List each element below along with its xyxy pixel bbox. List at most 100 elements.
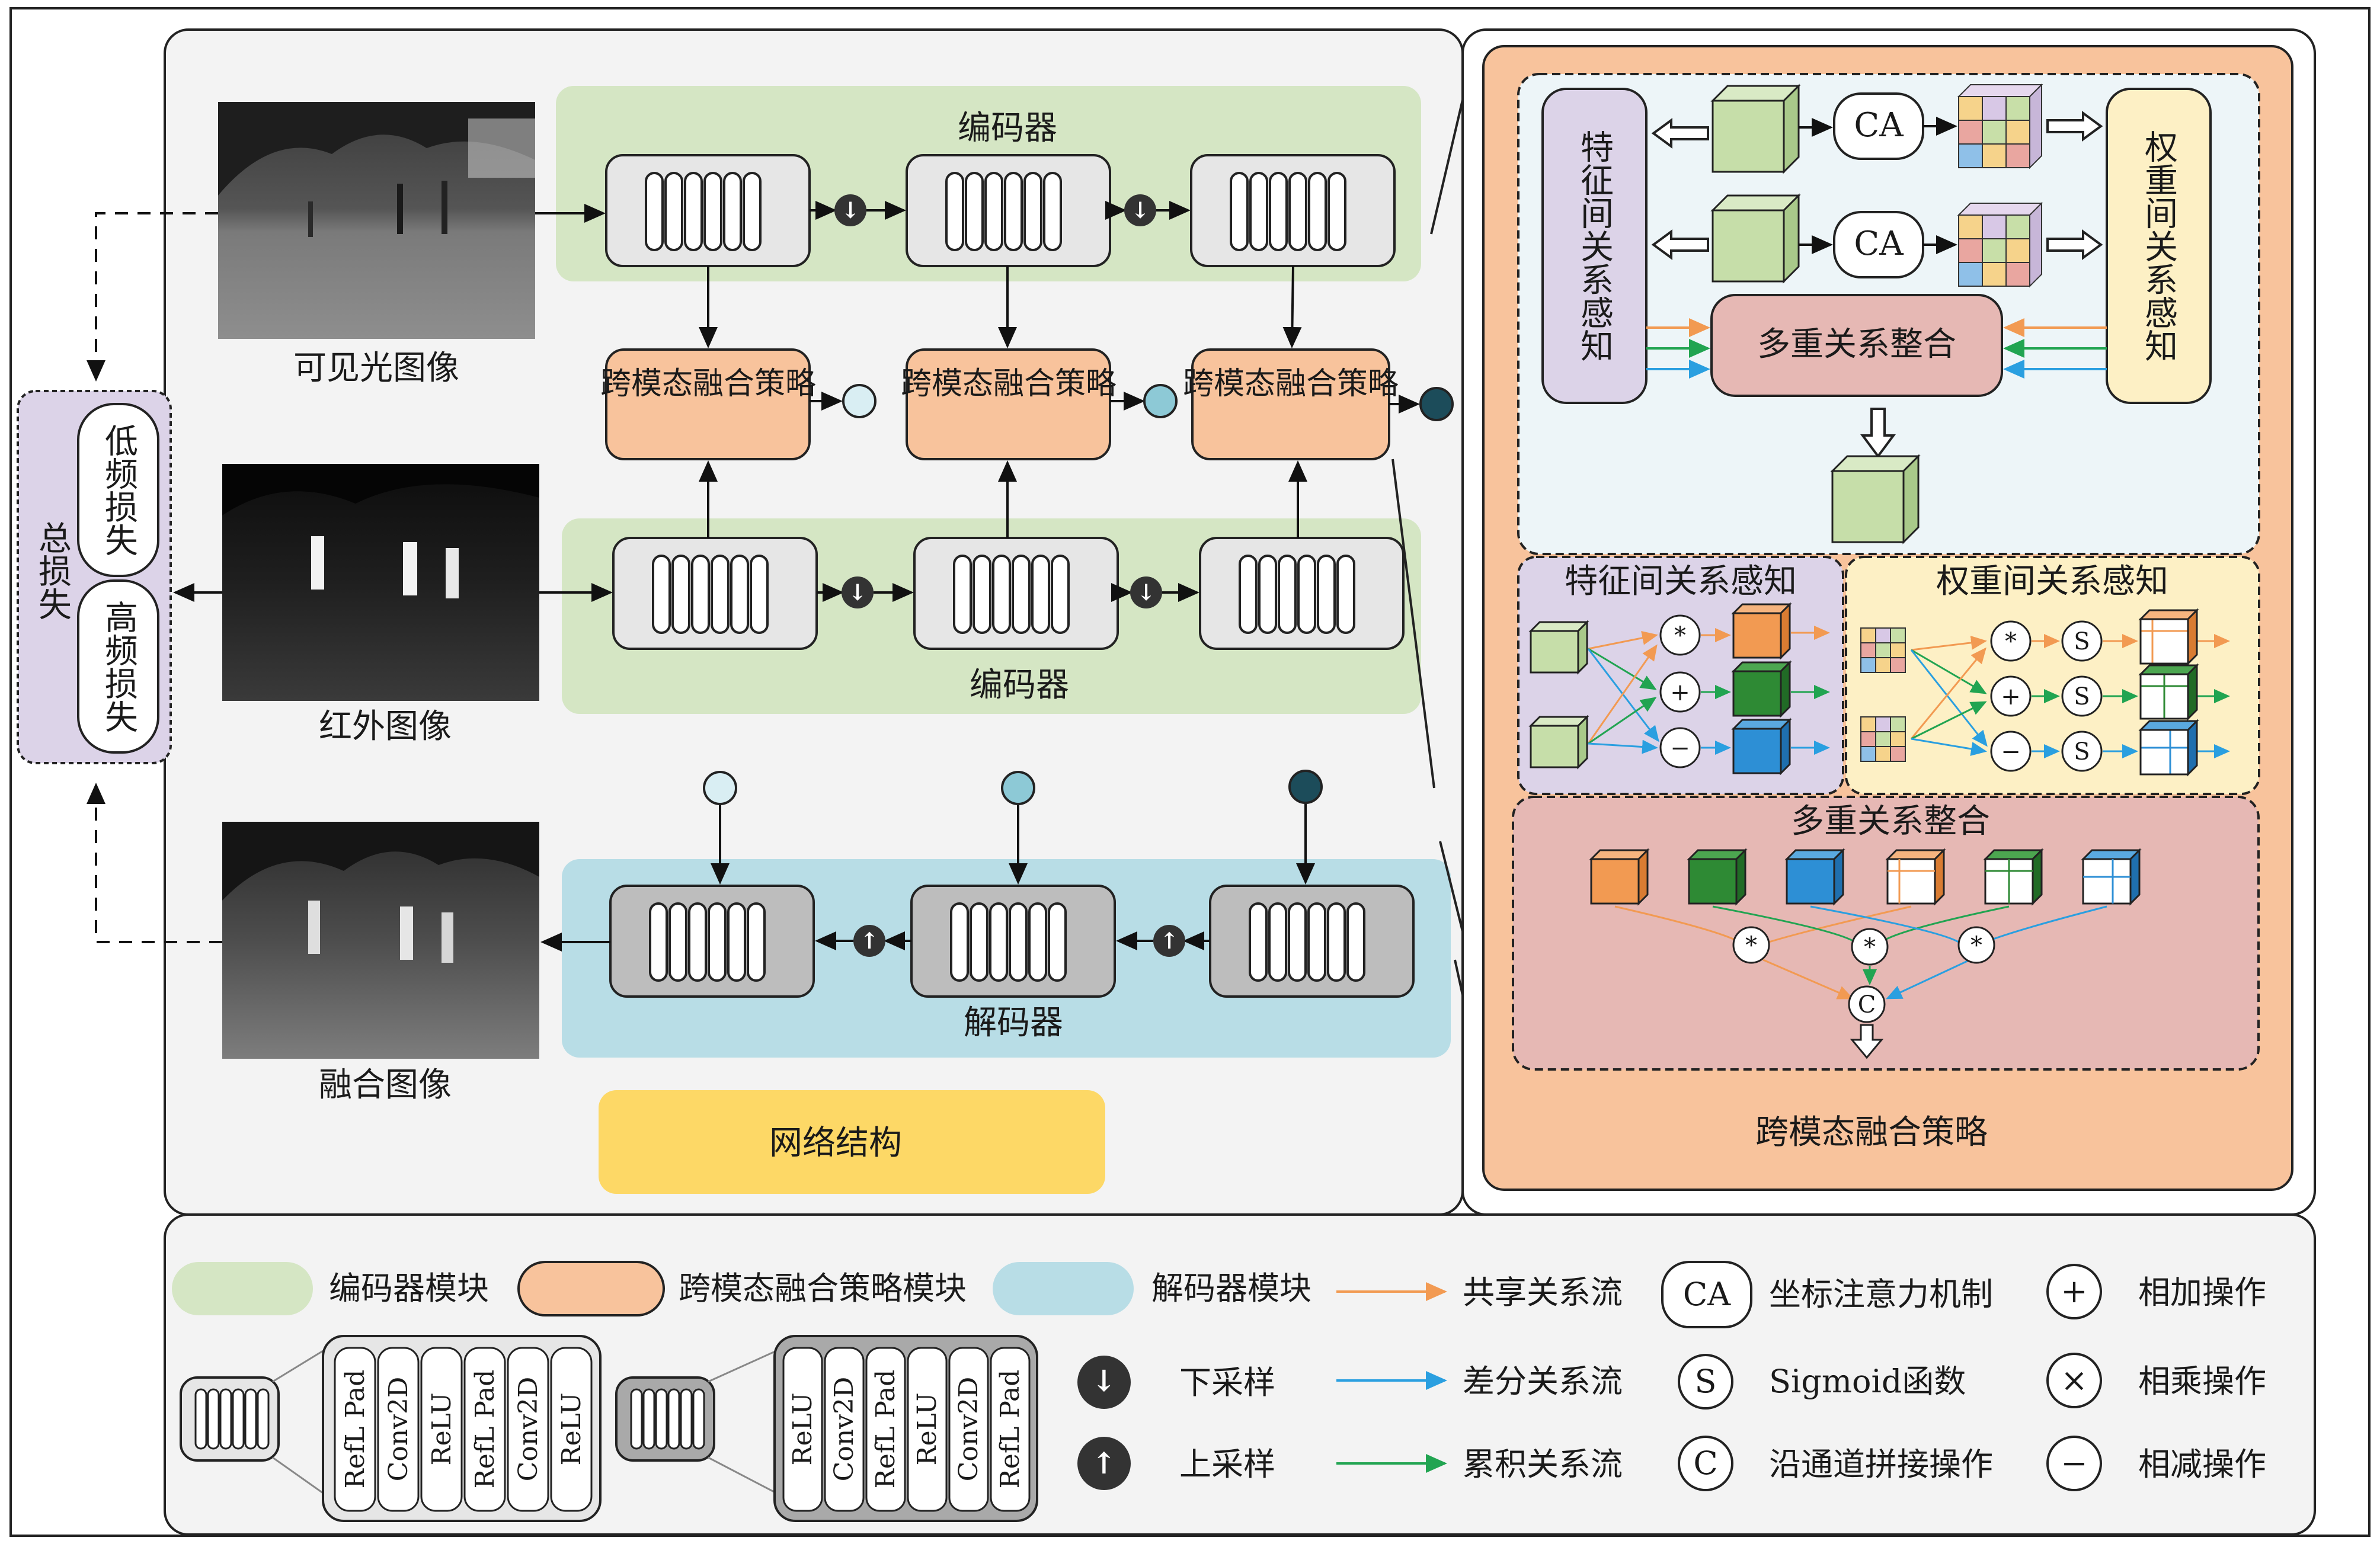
encoder-block [913, 537, 1119, 650]
svg-text:*: * [1864, 934, 1876, 961]
legend-diff-label: 差分关系流 [1463, 1363, 1623, 1400]
multiply-op-icon: * [1732, 926, 1770, 964]
legend-decoder-label: 解码器模块 [1151, 1270, 1311, 1307]
decoder-layer-label: Conv2D [829, 1377, 859, 1482]
legend-s-symbol: S [1695, 1363, 1717, 1400]
encoder-layer-label: Conv2D [513, 1377, 543, 1482]
ca-label: CA [1854, 225, 1904, 263]
fusion-detail-title: 跨模态融合策略 [1755, 1113, 1988, 1152]
legend-add-desc: 相加操作 [2138, 1274, 2266, 1311]
decoder-block [1209, 885, 1415, 998]
encoder-bottom-label: 编码器 [970, 666, 1069, 704]
feature-panel-title: 特征间关系感知 [1565, 562, 1797, 601]
ca-label: CA [1854, 106, 1904, 145]
multiply-op-icon: * [1851, 928, 1889, 966]
weight-grid-cube [1957, 201, 2043, 288]
encoder-block [1190, 154, 1396, 267]
svg-text:↓: ↓ [1131, 197, 1150, 223]
downsample-icon: ↓ [842, 576, 874, 608]
upsample-icon: ↑ [853, 925, 885, 957]
svg-text:−: − [2001, 738, 2021, 765]
feature-relation-label: 特征间关系感知 [1575, 130, 1614, 362]
fused-output-cube [1830, 454, 1921, 544]
legend-fusion-swatch [517, 1261, 665, 1316]
weight-cube-shared [2138, 608, 2199, 666]
legend-decoder-swatch [993, 1262, 1134, 1315]
svg-text:×: × [2061, 1362, 2087, 1399]
svg-text:−: − [1670, 735, 1690, 762]
high-freq-loss-box [77, 579, 159, 754]
multi-relation-box [1710, 294, 2003, 397]
legend-add-icon: + [2046, 1264, 2102, 1319]
svg-text:*: * [2005, 628, 2017, 655]
legend-c-symbol: C [1693, 1444, 1717, 1482]
fused-feature-dot [1143, 384, 1178, 418]
network-title-box [599, 1090, 1105, 1194]
multiply-op-icon: * [1990, 620, 2032, 662]
legend-s-desc: Sigmoid函数 [1769, 1363, 1966, 1400]
fused-feature-dot [1288, 770, 1323, 804]
decoder-layer-label: Conv2D [954, 1377, 984, 1482]
legend-sigmoid-icon [1678, 1354, 1733, 1410]
svg-text:*: * [1745, 932, 1757, 959]
svg-text:−: − [2061, 1444, 2087, 1482]
fusion-block-label: 跨模态融合策略 [901, 366, 1117, 402]
weight-panel-title: 权重间关系感知 [1936, 562, 2168, 601]
svg-text:+: + [2061, 1273, 2087, 1310]
sigmoid-op-icon: S [2061, 620, 2103, 662]
fusion-block-label: 跨模态融合策略 [1183, 366, 1399, 402]
svg-text:+: + [2001, 683, 2021, 710]
visible-image-label: 可见光图像 [293, 349, 459, 387]
svg-text:*: * [1674, 622, 1686, 649]
legend-c-desc: 沿通道拼接操作 [1769, 1446, 1993, 1483]
weight-relation-label: 权重间关系感知 [2139, 130, 2178, 362]
legend-decoder-block [615, 1376, 715, 1462]
fused-image-label: 融合图像 [319, 1066, 452, 1104]
svg-text:↓: ↓ [848, 579, 867, 606]
total-loss-label: 总损失 [33, 521, 72, 620]
decoder-layer-label: RefL Pad [871, 1370, 901, 1489]
concat-op-icon: C [1848, 985, 1886, 1023]
legend-sub-desc: 相减操作 [2138, 1446, 2266, 1483]
encoder-layer-label: RefL Pad [340, 1370, 370, 1489]
svg-text:S: S [2074, 738, 2090, 765]
multi-panel-title: 多重关系整合 [1791, 802, 1990, 841]
svg-text:↓: ↓ [841, 197, 860, 223]
multiply-op-icon: * [1957, 926, 1995, 964]
encoder-layer-label: ReLU [427, 1392, 457, 1465]
legend-encoder-label: 编码器模块 [329, 1270, 489, 1307]
svg-text:C: C [1858, 991, 1876, 1018]
legend-concat-icon [1678, 1436, 1733, 1491]
legend-multiply-icon: × [2046, 1353, 2102, 1408]
sigmoid-op-icon: S [2061, 731, 2103, 772]
sigmoid-op-icon: S [2061, 675, 2103, 717]
fused-feature-dot [1001, 771, 1035, 805]
decoder-layer-label: RefL Pad [995, 1370, 1025, 1489]
feature-cube [1710, 84, 1801, 174]
multi-relation-label: 多重关系整合 [1757, 325, 1956, 364]
feature-cube [1710, 193, 1801, 284]
legend-ca-symbol: CA [1683, 1276, 1731, 1313]
encoder-layer-label: Conv2D [383, 1377, 414, 1482]
svg-text:↑: ↑ [860, 927, 879, 954]
svg-text:S: S [2074, 628, 2090, 655]
legend-downsample-icon: ↓ [1077, 1356, 1131, 1409]
svg-text:↓: ↓ [1137, 579, 1156, 606]
encoder-top-label: 编码器 [958, 109, 1057, 148]
legend-ca-desc: 坐标注意力机制 [1769, 1276, 1993, 1313]
fusion-strategy-block: 跨模态融合策略 [600, 348, 816, 460]
infrared-image-label: 红外图像 [319, 707, 452, 746]
svg-text:↑: ↑ [1092, 1446, 1117, 1481]
downsample-icon: ↓ [834, 194, 866, 226]
legend-up-desc: 上采样 [1179, 1446, 1275, 1483]
legend-mul-desc: 相乘操作 [2138, 1363, 2266, 1400]
fused-image [222, 822, 539, 1059]
legend-encoder-block [180, 1376, 280, 1462]
low-freq-loss-box [77, 403, 159, 577]
decoder-layer-label: ReLU [912, 1392, 942, 1465]
legend-accum-label: 累积关系流 [1463, 1446, 1623, 1483]
svg-text:↓: ↓ [1092, 1363, 1117, 1398]
encoder-layer-label: ReLU [556, 1392, 587, 1465]
